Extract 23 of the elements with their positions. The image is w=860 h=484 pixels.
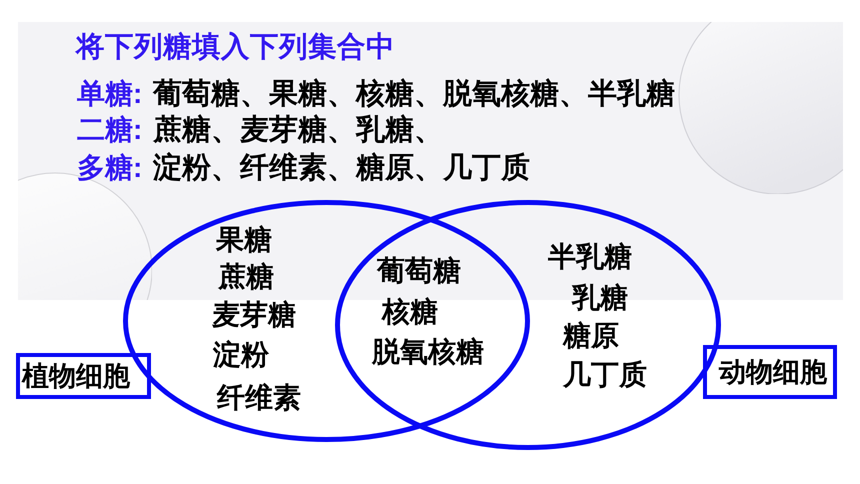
sugar-name: 半乳糖	[548, 243, 632, 271]
sugar-name: 乳糖	[572, 284, 628, 312]
sugar-name: 脱氧核糖	[372, 338, 484, 366]
category-label: 单糖:	[77, 80, 142, 108]
sugar-name: 几丁质	[563, 361, 647, 389]
cell-type-label: 动物细胞	[719, 358, 827, 386]
sugar-name: 蔗糖	[218, 263, 274, 291]
sugar-name: 麦芽糖	[212, 301, 296, 329]
heading: 将下列糖填入下列集合中	[76, 33, 395, 62]
sugar-list: 淀粉、纤维素、糖原、几丁质	[153, 154, 530, 183]
cell-type-label: 植物细胞	[22, 362, 130, 390]
sugar-list: 葡萄糖、果糖、核糖、脱氧核糖、半乳糖	[153, 80, 675, 109]
sugar-list: 蔗糖、麦芽糖、乳糖、	[153, 116, 443, 145]
cell-type-box	[703, 345, 837, 399]
sugar-name: 果糖	[216, 226, 272, 254]
sugar-name: 糖原	[563, 322, 619, 350]
sugar-name: 核糖	[382, 298, 438, 326]
sugar-name: 淀粉	[213, 341, 269, 369]
sugar-name: 葡萄糖	[377, 257, 461, 285]
sugar-name: 纤维素	[217, 384, 301, 412]
category-label: 多糖:	[77, 154, 142, 182]
category-label: 二糖:	[77, 116, 142, 144]
cell-type-box	[16, 353, 151, 399]
